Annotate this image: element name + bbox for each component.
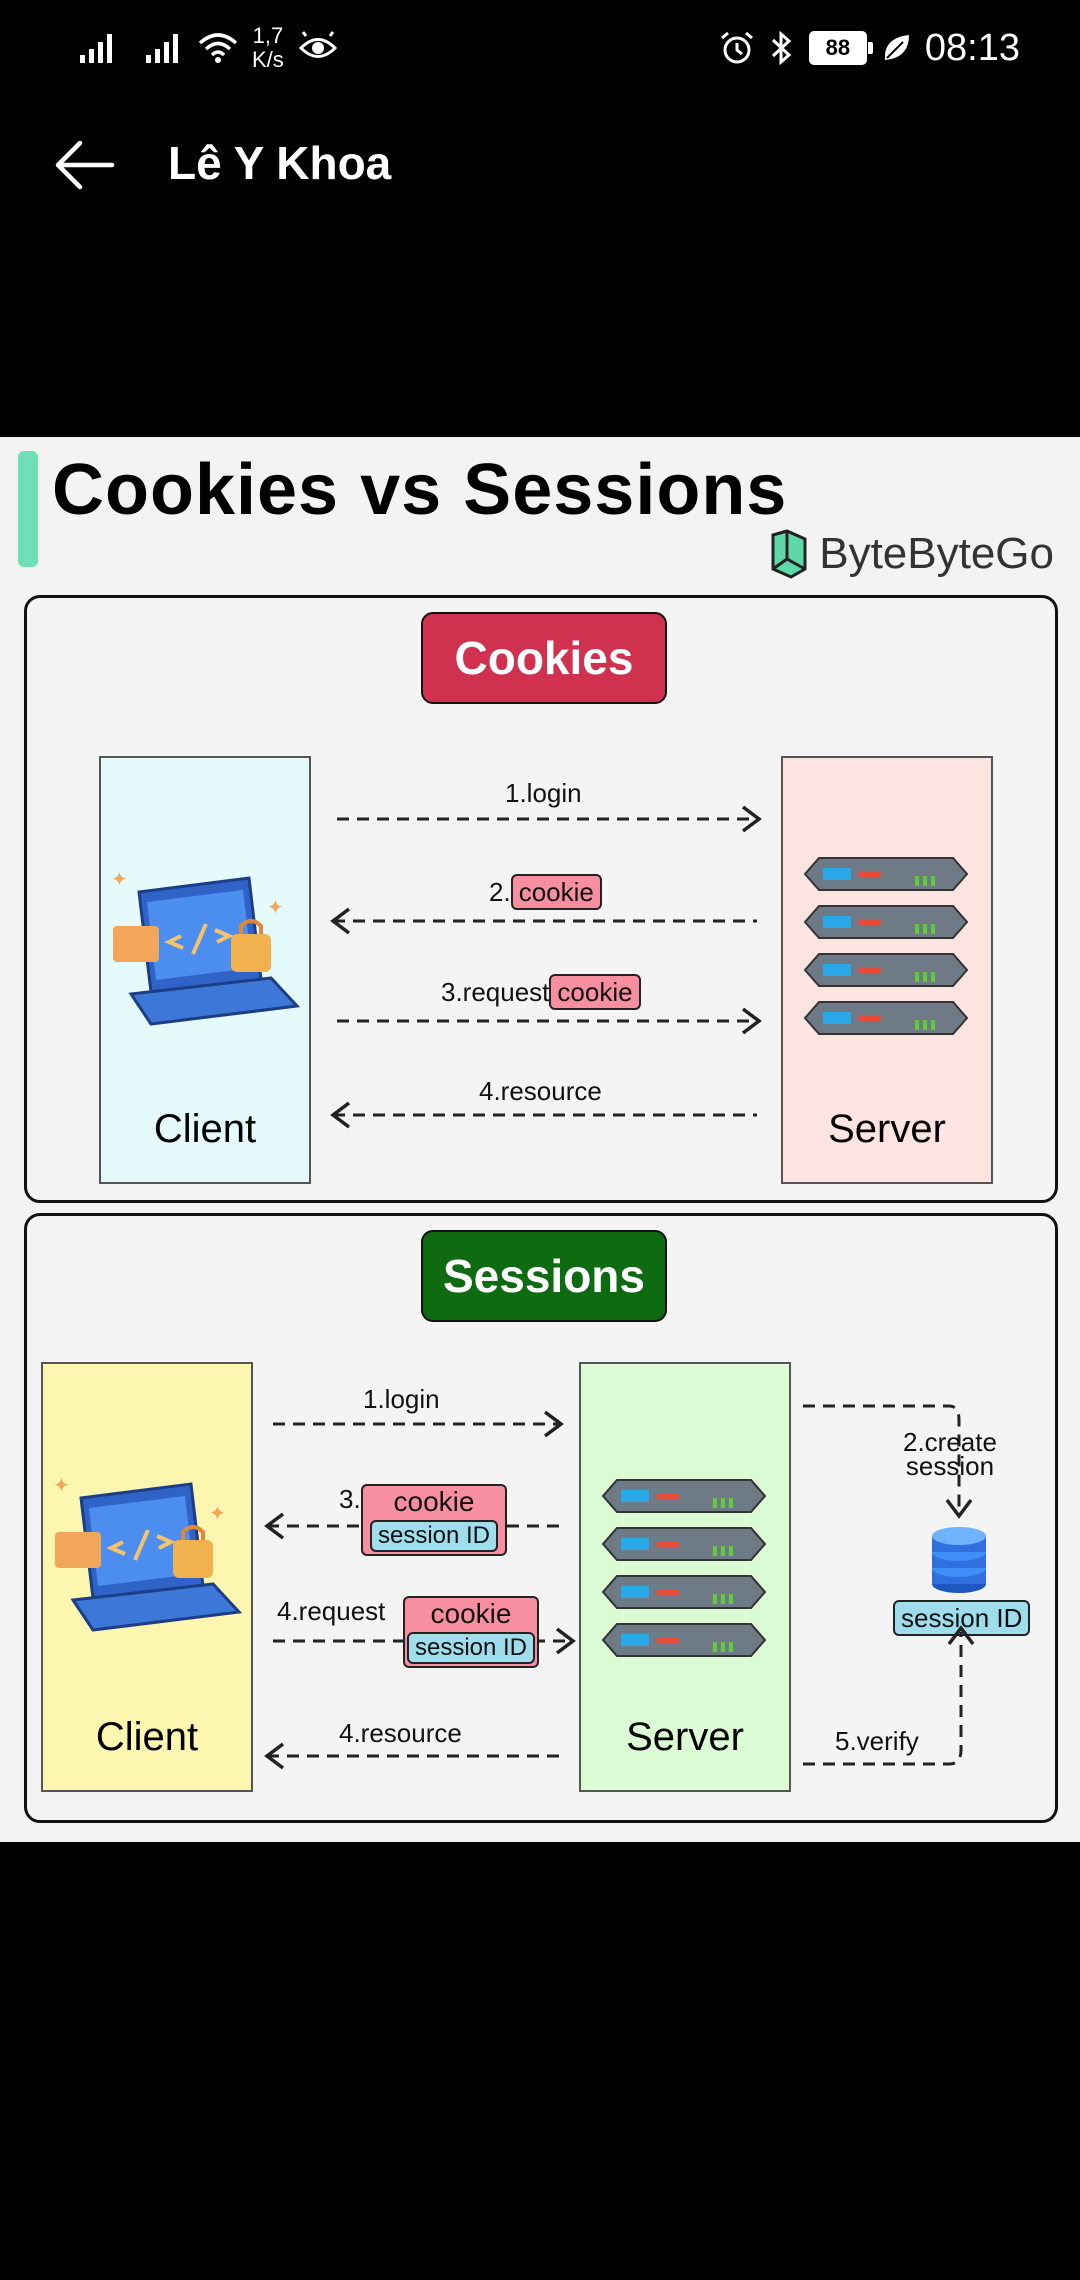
bytebytego-logo-icon bbox=[771, 529, 807, 579]
bluetooth-icon bbox=[771, 30, 792, 66]
cookie-step-1: 1.login bbox=[505, 778, 582, 808]
session-step-4-cookie: cookie bbox=[430, 1598, 512, 1629]
cookie-step-2-prefix: 2. bbox=[489, 877, 511, 907]
svg-text:✦: ✦ bbox=[53, 1475, 70, 1497]
session-step-5: 5.verify bbox=[835, 1726, 919, 1756]
laptop-code-icon: ✦ ✦ bbox=[111, 869, 301, 1026]
image-viewer[interactable]: Cookies vs Sessions ByteByteGo Cookies ✦… bbox=[0, 437, 1080, 1842]
status-right: 88 08:13 bbox=[719, 18, 1020, 78]
title-accent bbox=[18, 451, 38, 567]
session-step-4-resource: 4.resource bbox=[339, 1718, 462, 1748]
database-icon bbox=[932, 1527, 986, 1593]
status-bar: 1,7 K/s 88 08:13 bbox=[0, 0, 1080, 92]
arrow-left-icon bbox=[55, 140, 115, 190]
cookies-panel: Cookies ✦ ✦ Client bbox=[24, 595, 1058, 1203]
cookies-client-label: Client bbox=[153, 1107, 257, 1151]
sessions-server-box: Server bbox=[579, 1362, 791, 1792]
cookie-tag: cookie bbox=[510, 874, 602, 910]
laptop-code-icon: ✦ ✦ bbox=[53, 1475, 243, 1632]
sessions-server-label: Server bbox=[626, 1715, 744, 1759]
svg-text:✦: ✦ bbox=[209, 1503, 226, 1525]
session-step-4-box: cookie session ID bbox=[403, 1596, 539, 1668]
session-step-3-box: cookie session ID bbox=[361, 1484, 507, 1556]
alarm-icon bbox=[720, 31, 753, 64]
session-id-tag: session ID bbox=[406, 1632, 536, 1664]
sessions-badge: Sessions bbox=[421, 1230, 667, 1322]
svg-text:✦: ✦ bbox=[267, 897, 284, 919]
sessions-client-label: Client bbox=[95, 1715, 199, 1759]
session-arrow-5 bbox=[803, 1632, 963, 1766]
session-step-4-prefix: 4.request bbox=[277, 1596, 386, 1626]
wifi-icon bbox=[198, 33, 238, 63]
cookie-step-4: 4.resource bbox=[479, 1076, 602, 1106]
signal-icon-2 bbox=[146, 34, 178, 63]
session-step-2: 2.create session bbox=[903, 1427, 997, 1481]
session-step-3-cookie: cookie bbox=[393, 1486, 475, 1517]
app-bar: Lê Y Khoa bbox=[0, 110, 1080, 220]
status-left: 1,7 K/s bbox=[78, 18, 338, 78]
session-arrow-2 bbox=[803, 1404, 961, 1512]
session-step-2-line2: session bbox=[905, 1451, 995, 1481]
speed-unit: K/s bbox=[252, 47, 284, 72]
diagram-title: Cookies vs Sessions bbox=[52, 450, 788, 530]
cookies-client-box: ✦ ✦ Client bbox=[99, 756, 311, 1184]
sessions-client-box: ✦ ✦ Client bbox=[41, 1362, 253, 1792]
server-rack-icon bbox=[803, 857, 969, 1035]
session-step-3-prefix: 3. bbox=[339, 1484, 361, 1514]
brand-name: ByteByteGo bbox=[819, 529, 1054, 578]
speed-value: 1,7 bbox=[252, 23, 284, 48]
leaf-icon bbox=[884, 35, 909, 60]
brand-logo: ByteByteGo bbox=[769, 529, 1054, 579]
back-button[interactable] bbox=[50, 135, 120, 195]
session-step-2-line1: 2.create bbox=[903, 1427, 997, 1457]
server-rack-icon bbox=[601, 1479, 767, 1657]
sessions-panel: Sessions ✦ ✦ Client bbox=[24, 1213, 1058, 1823]
eye-icon bbox=[298, 31, 337, 58]
network-speed: 1,7 K/s bbox=[252, 24, 284, 72]
cookie-tag: cookie bbox=[549, 974, 641, 1010]
cookies-arrows bbox=[330, 805, 762, 1129]
cookies-server-box: Server bbox=[781, 756, 993, 1184]
cookies-badge: Cookies bbox=[421, 612, 667, 704]
cookie-step-3-prefix: 3.request bbox=[441, 977, 550, 1007]
clock: 08:13 bbox=[924, 26, 1020, 69]
session-id-tag: session ID bbox=[369, 1520, 499, 1552]
session-step-1: 1.login bbox=[363, 1384, 440, 1414]
cookies-server-label: Server bbox=[828, 1107, 946, 1151]
page-title: Lê Y Khoa bbox=[168, 137, 392, 189]
battery-indicator: 88 bbox=[808, 31, 873, 65]
svg-text:✦: ✦ bbox=[111, 869, 128, 891]
signal-icon bbox=[80, 34, 112, 63]
cookie-step-2: 2.cookie bbox=[489, 874, 602, 910]
